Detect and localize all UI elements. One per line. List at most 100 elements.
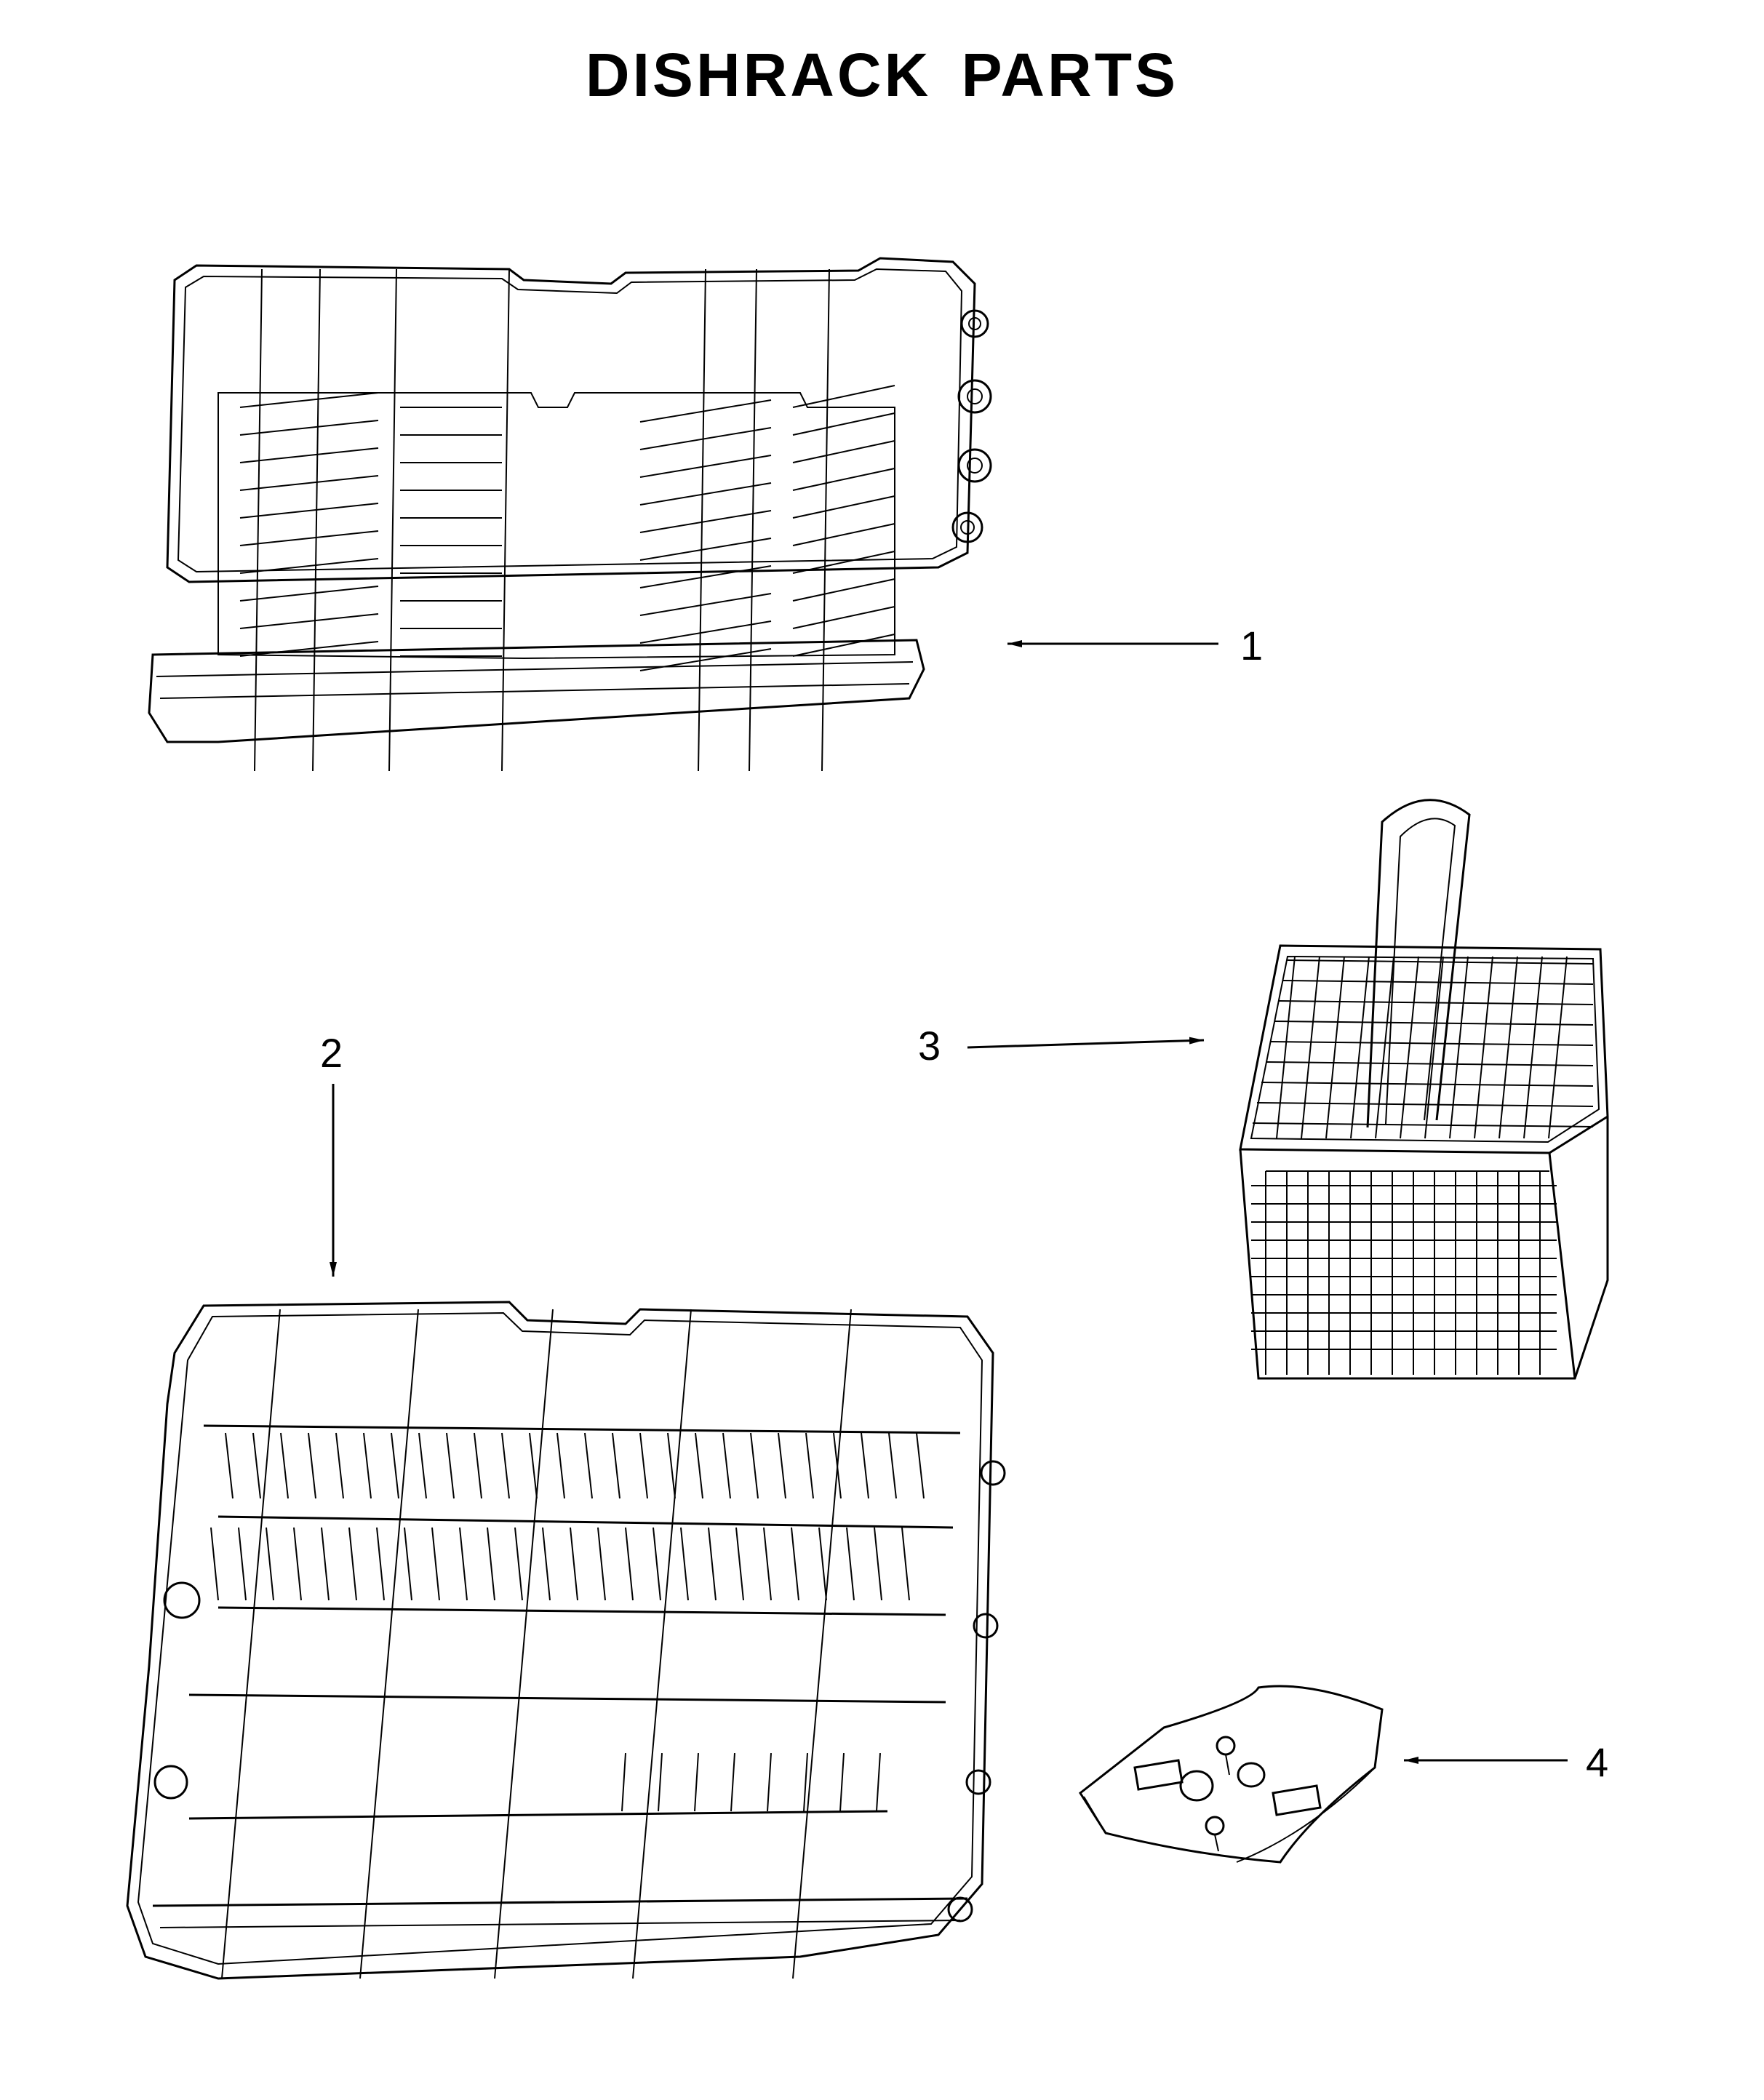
screw-head-icon: [1216, 1736, 1236, 1756]
basket-grid-wire: [1548, 956, 1568, 1139]
rack-tine: [708, 1527, 717, 1601]
rack-tine: [792, 551, 895, 574]
rack-tine: [238, 1527, 247, 1601]
rack-wire: [221, 1309, 281, 1979]
rack-tine: [792, 412, 895, 436]
rack-tine: [621, 1752, 626, 1812]
rack-tine: [876, 1752, 881, 1812]
rack-tine: [239, 420, 379, 436]
rack-tine: [680, 1527, 689, 1601]
rack-tine: [792, 523, 895, 546]
rack-tine: [239, 613, 379, 629]
rack-tine: [639, 427, 772, 450]
basket-grid-wire: [1274, 1021, 1594, 1026]
basket-grid-wire: [1282, 980, 1594, 985]
rack-tine: [625, 1527, 634, 1601]
rack-wire: [312, 268, 321, 772]
rack-tine: [750, 1432, 759, 1499]
ring-clip-icon: [1179, 1770, 1214, 1802]
lower-dishrack-part: [126, 1301, 1006, 1980]
screw-icon: [1205, 1816, 1225, 1836]
rack-tine: [639, 620, 772, 644]
basket-grid-wire: [1325, 956, 1345, 1139]
rack-tine: [639, 565, 772, 588]
rack-tine: [459, 1527, 468, 1601]
upper-dishrack-part: [148, 257, 992, 772]
basket-grid-wire: [1498, 956, 1518, 1139]
rack-wire: [792, 1309, 852, 1979]
rack-tine: [239, 447, 379, 463]
rack-wire: [749, 268, 757, 772]
rack-tine: [667, 1432, 676, 1499]
basket-grid-wire: [1424, 956, 1444, 1139]
callout-3-arrow: [967, 1037, 1205, 1049]
rack-tine: [225, 1432, 234, 1499]
basket-grid-wire: [1400, 956, 1419, 1139]
basket-grid-wire: [1449, 956, 1469, 1139]
rack-tine: [792, 385, 895, 408]
rack-tine: [791, 1527, 799, 1601]
rack-tine: [514, 1527, 523, 1601]
rack-tine: [839, 1752, 845, 1812]
basket-grid-wire: [1256, 1102, 1594, 1107]
silverware-basket-part: [1239, 799, 1609, 1380]
bracket-icon: [1133, 1759, 1184, 1791]
rack-tine: [293, 1527, 302, 1601]
rack-tine: [639, 1432, 648, 1499]
rack-tine: [239, 586, 379, 602]
rack-tine: [792, 468, 895, 491]
rack-tine: [694, 1752, 699, 1812]
rack-wire: [359, 1309, 419, 1979]
rack-wire: [254, 268, 263, 772]
rack-tine: [556, 1432, 565, 1499]
rack-tine: [570, 1527, 578, 1601]
rack-tine: [391, 1432, 399, 1499]
rack-tine: [335, 1432, 344, 1499]
rack-tine: [266, 1527, 274, 1601]
rack-tine: [639, 482, 772, 506]
rack-tine: [280, 1432, 289, 1499]
rack-tine: [805, 1432, 814, 1499]
rack-tine: [792, 440, 895, 463]
basket-grid-wire: [1252, 1122, 1594, 1127]
rack-tine: [763, 1527, 772, 1601]
rack-tine: [239, 475, 379, 491]
rack-tine: [639, 455, 772, 478]
rack-tine: [239, 641, 379, 657]
rack-wire: [501, 268, 510, 772]
page-title: DISHRACK PARTS: [585, 41, 1179, 109]
rack-tine: [792, 495, 895, 519]
rack-tine: [861, 1432, 869, 1499]
rack-tine: [542, 1527, 551, 1601]
rack-tine: [418, 1432, 427, 1499]
bracket-icon: [1272, 1784, 1322, 1816]
rack-tine: [846, 1527, 855, 1601]
basket-grid-wire: [1350, 956, 1370, 1139]
callout-arrows: [330, 640, 1568, 1764]
rack-tine: [767, 1752, 772, 1812]
callout-3-label: 3: [918, 1023, 941, 1069]
callout-1-label: 1: [1240, 623, 1264, 668]
rack-tine: [792, 606, 895, 629]
hardware-bag-part: [1079, 1685, 1384, 1864]
rack-tine: [639, 538, 772, 561]
callout-4-label: 4: [1586, 1739, 1609, 1785]
basket-grid-wire: [1278, 1000, 1594, 1005]
rack-wire: [494, 1309, 554, 1979]
lower-rack-wheels: [153, 1460, 1006, 1923]
rack-tine: [901, 1527, 910, 1601]
rack-tine: [529, 1432, 538, 1499]
rack-tine: [239, 503, 379, 519]
rack-tine: [639, 399, 772, 423]
rack-tine: [348, 1527, 357, 1601]
rack-tine: [474, 1432, 482, 1499]
basket-grid-wire: [1261, 1082, 1594, 1087]
rack-tine: [363, 1432, 372, 1499]
rack-tine: [239, 392, 379, 408]
rack-tine: [239, 530, 379, 546]
rack-tine: [803, 1752, 808, 1812]
clamp-icon: [1237, 1762, 1266, 1788]
rack-tine: [792, 634, 895, 657]
rack-tine: [778, 1432, 786, 1499]
